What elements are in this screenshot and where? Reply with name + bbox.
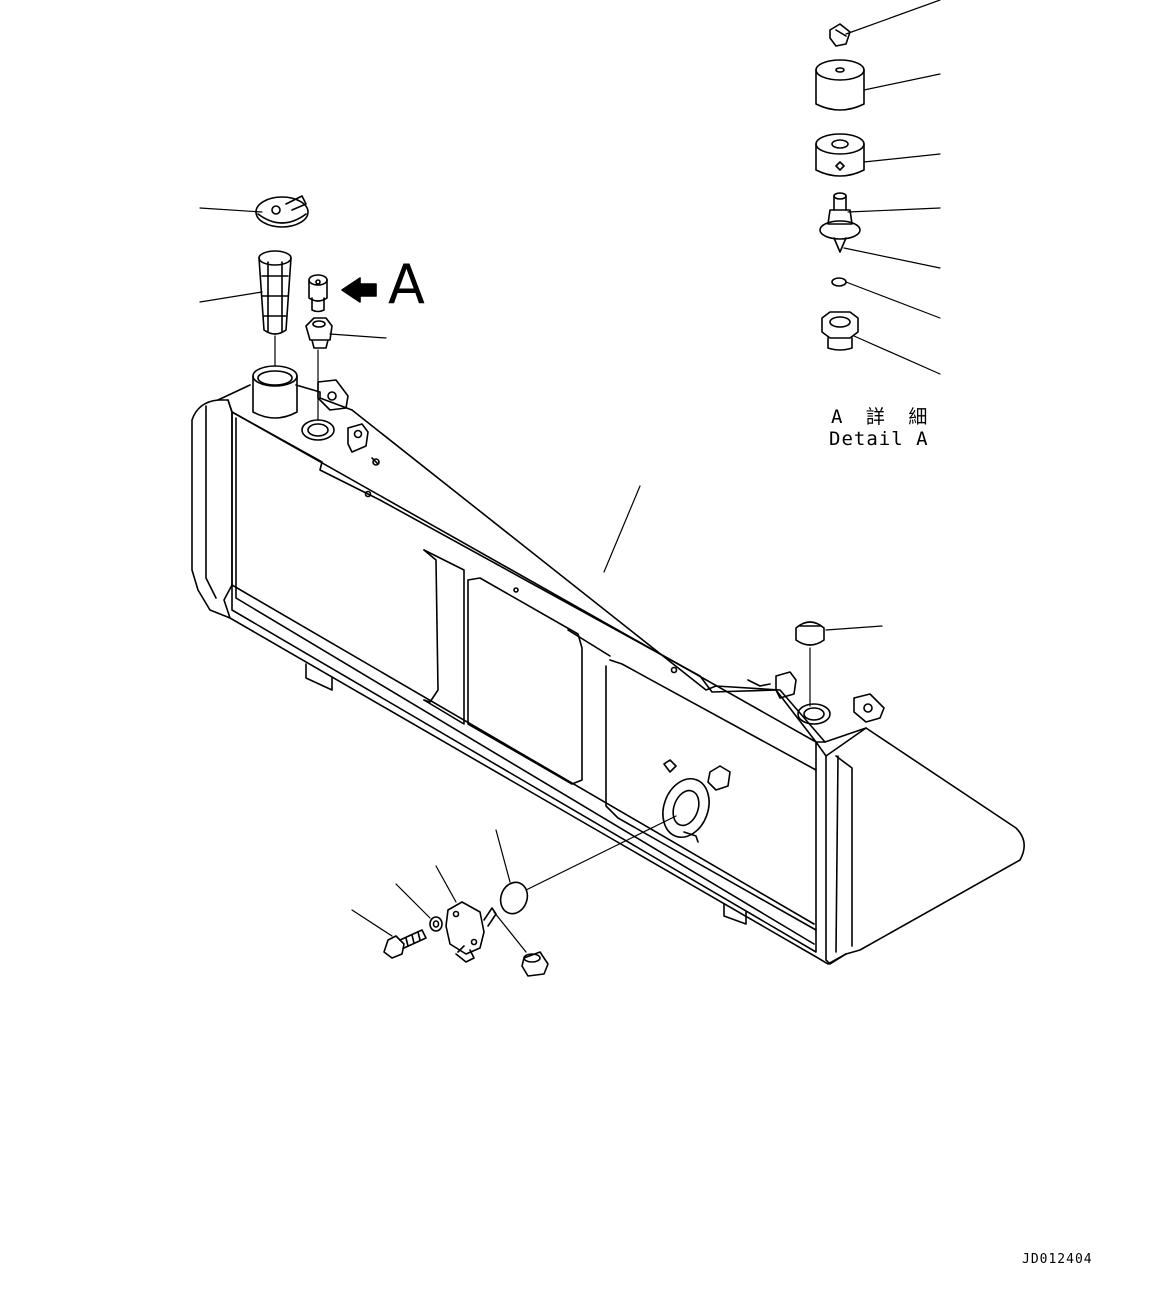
level-gauge-cap: [795, 621, 825, 646]
detail-label-en: Detail A: [829, 428, 929, 450]
leader-lines: [199, 0, 941, 953]
detail-label-jp: A 詳 細: [831, 406, 934, 428]
drain-cover-plate: [445, 901, 497, 963]
breather-port: [301, 419, 335, 441]
bolt: [383, 929, 427, 959]
detail-a-oring: [831, 277, 847, 287]
tank-right-end: [815, 727, 1025, 965]
top-bracket-left: [317, 379, 349, 411]
drawing-code: JD012404: [1022, 1252, 1093, 1267]
fuel-tank: [191, 384, 1025, 965]
panel-recess-1: [423, 549, 439, 703]
detail-a-adapter: [821, 311, 859, 351]
detail-a-filter-element: [815, 59, 865, 111]
drain-plug: [521, 951, 549, 977]
strainer: [258, 250, 292, 335]
tank-top-edge: [217, 384, 353, 411]
breather: [308, 274, 328, 313]
level-port: [797, 703, 831, 725]
drain-gasket: [499, 881, 529, 915]
filler-neck: [252, 365, 298, 419]
detail-a-cap: [829, 23, 851, 47]
tank-front-face: [231, 411, 817, 953]
washer: [429, 916, 443, 932]
top-bracket-right: [747, 671, 797, 699]
breather-adapter: [305, 317, 333, 349]
view-arrow-icon: [341, 277, 377, 303]
top-bracket-far-right: [853, 693, 885, 723]
filler-cap: [255, 195, 309, 228]
top-bracket-middle: [347, 423, 369, 453]
tank-left-end: [191, 399, 233, 619]
drain-flange: [662, 759, 731, 843]
detail-a-valve-stem: [819, 192, 861, 253]
view-arrow-label: A: [388, 253, 425, 316]
detail-a-valve-body: [815, 133, 865, 177]
